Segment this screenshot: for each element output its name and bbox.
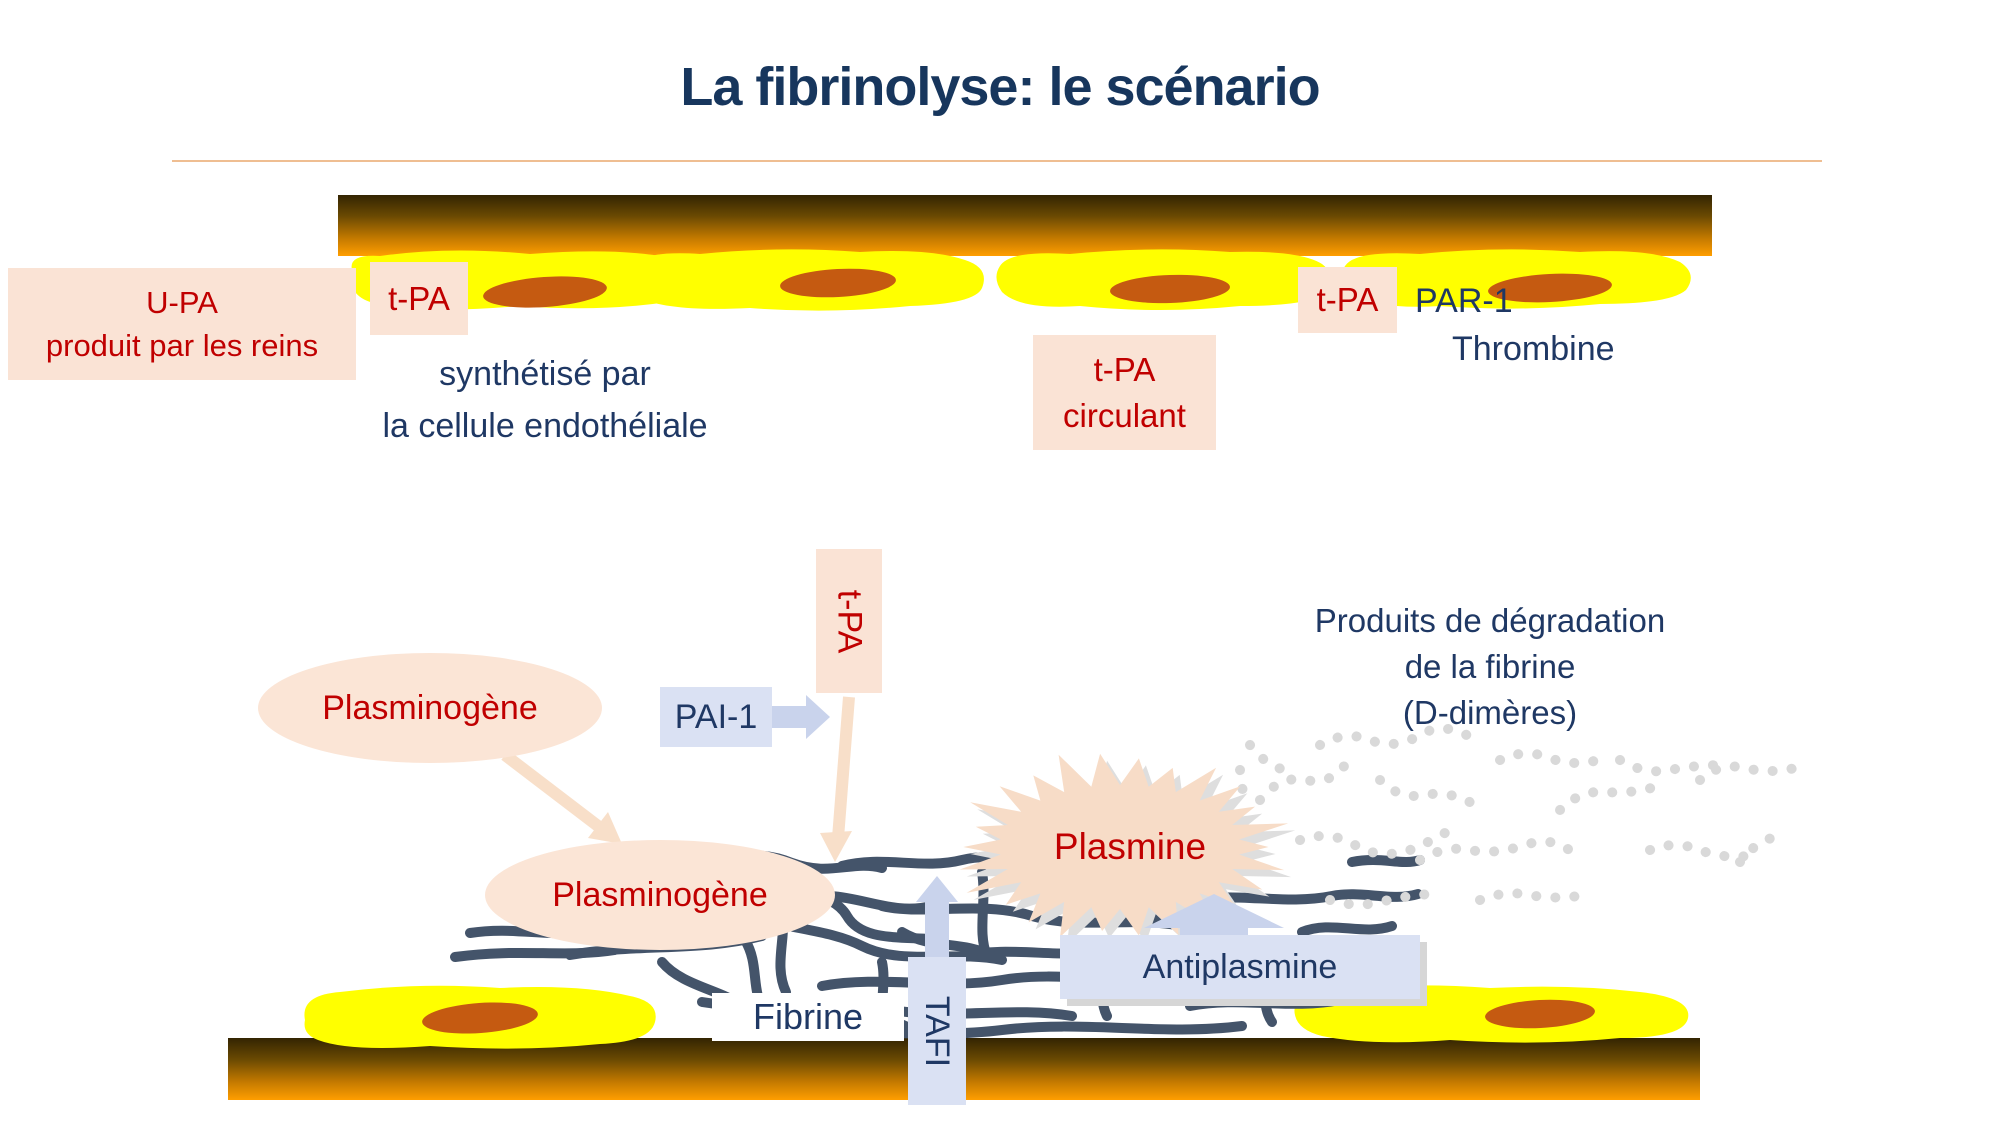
- thrombine-label: Thrombine: [1452, 330, 1615, 368]
- par1-label: PAR-1: [1415, 282, 1513, 320]
- endothelial-cells-top: [351, 249, 1691, 311]
- plasmine-label: Plasmine: [1053, 826, 1207, 867]
- tpa-vertical-label: t-PA: [830, 589, 869, 653]
- pai1-inhibition-arrow: [772, 695, 830, 739]
- title-separator-line: [172, 160, 1822, 162]
- plasminogene-free-label: Plasminogène: [322, 688, 538, 727]
- antiplasmine-box: Antiplasmine: [1060, 935, 1420, 999]
- pai1-label: PAI-1: [674, 697, 758, 736]
- tpa-vertical-box: t-PA: [816, 549, 882, 693]
- upa-name: U-PA: [146, 285, 218, 320]
- cell-nuclei-top: [483, 268, 1612, 308]
- tpa-par1-label: t-PA: [1316, 281, 1379, 318]
- tafi-box: TAFI: [908, 957, 966, 1105]
- plasminogene-bound-label: Plasminogène: [552, 875, 768, 914]
- upa-label-box: U-PA produit par les reins: [8, 268, 356, 380]
- degradation-dots: [1235, 723, 1800, 910]
- tafi-inhibition-arrow: [916, 876, 958, 960]
- tpa-release-arrow: [820, 696, 855, 862]
- fibrine-label: Fibrine: [752, 996, 864, 1037]
- tpa-circulant-line1: t-PA: [1093, 350, 1156, 388]
- pai1-box: PAI-1: [660, 687, 772, 747]
- vessel-wall-top: [338, 195, 1712, 256]
- degradation-products-caption: Produits de dégradation de la fibrine (D…: [1290, 598, 1690, 736]
- fibrine-label-box: Fibrine: [712, 993, 904, 1041]
- tpa-circulant-line2: circulant: [1063, 396, 1186, 434]
- tpa-endothelial-box: t-PA: [370, 262, 468, 335]
- degradation-line1: Produits de dégradation: [1314, 602, 1666, 639]
- degradation-line2: de la fibrine: [1404, 648, 1576, 685]
- tpa-circulant-box: t-PA circulant: [1033, 335, 1216, 450]
- plasminogene-free-ellipse: Plasminogène: [258, 653, 602, 763]
- antiplasmine-inhibition-arrow: [1144, 894, 1284, 940]
- upa-origin: produit par les reins: [45, 328, 319, 363]
- plasmine-starburst: [959, 753, 1289, 938]
- tpa-endothelial-label: t-PA: [388, 279, 450, 317]
- plasminogene-bound-ellipse: Plasminogène: [485, 840, 835, 950]
- synthesis-caption-line2: la cellule endothéliale: [382, 407, 708, 445]
- slide-title: La fibrinolyse: le scénario: [680, 57, 1320, 117]
- degradation-line3: (D-dimères): [1402, 694, 1578, 731]
- cell-nuclei-bottom: [422, 999, 1595, 1034]
- tpa-par1-box: t-PA: [1298, 267, 1397, 333]
- tafi-label: TAFI: [918, 995, 957, 1067]
- antiplasmine-label: Antiplasmine: [1142, 947, 1338, 986]
- plasminogene-binding-arrow: [501, 750, 622, 844]
- synthesis-caption-line1: synthétisé par: [439, 355, 651, 393]
- synthesis-caption: synthétisé par la cellule endothéliale: [300, 348, 790, 452]
